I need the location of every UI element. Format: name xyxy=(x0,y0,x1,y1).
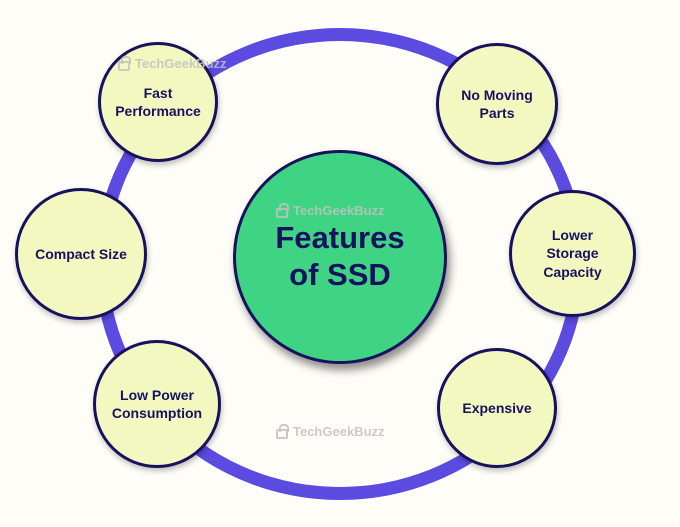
node-fast-performance: Fast Performance xyxy=(98,42,218,162)
node-expensive: Expensive xyxy=(437,348,557,468)
node-label: Low Power Consumption xyxy=(111,386,203,421)
diagram-title-line-2: of SSD xyxy=(289,257,391,292)
node-label: Expensive xyxy=(462,399,532,416)
node-label: Lower Storage Capacity xyxy=(543,227,602,280)
node-low-power-consumption: Low Power Consumption xyxy=(93,340,221,468)
node-label: Fast Performance xyxy=(115,84,201,119)
node-compact-size: Compact Size xyxy=(15,188,147,320)
node-label: No Moving Parts xyxy=(461,86,533,121)
diagram-title: Features of SSD xyxy=(275,220,404,293)
center-circle: Features of SSD xyxy=(233,150,447,364)
diagram-title-line-1: Features xyxy=(275,220,405,256)
node-label: Compact Size xyxy=(35,245,127,262)
node-lower-storage-capacity: Lower Storage Capacity xyxy=(509,190,636,317)
node-no-moving-parts: No Moving Parts xyxy=(436,43,558,165)
